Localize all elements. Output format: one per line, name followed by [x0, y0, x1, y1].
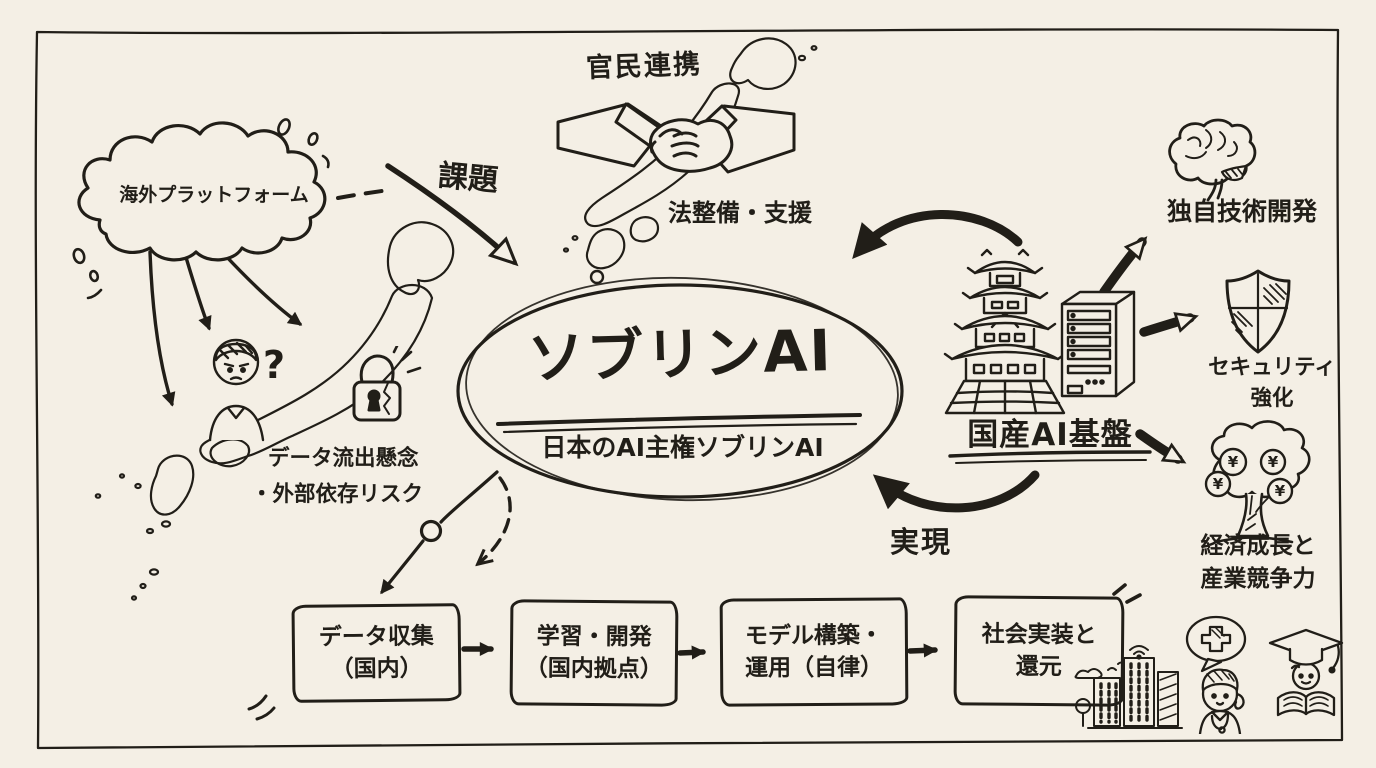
- svg-text:¥: ¥: [1228, 453, 1239, 471]
- process-step-model-operation: モデル構築・ 運用（自律）: [719, 597, 909, 707]
- castle-icon: [930, 245, 1080, 415]
- step-line-2: （国内拠点）: [524, 655, 663, 683]
- arrow-base-to-ellipse-top: [852, 210, 1023, 259]
- server-icon: [1056, 290, 1140, 408]
- svg-text:¥: ¥: [1268, 453, 1279, 471]
- cloud-icon: [64, 116, 344, 284]
- step-line-2: 還元: [1015, 653, 1062, 681]
- money-tree-icon: ¥ ¥ ¥ ¥: [1196, 420, 1316, 548]
- step-line-1: モデル構築・: [744, 622, 883, 650]
- dashed-link-cloud-to-challenge: [336, 189, 384, 200]
- frame-border: [34, 28, 1344, 750]
- question-mark: ?: [263, 343, 285, 387]
- step-line-1: データ収集: [318, 623, 434, 651]
- domestic-base-underline: [948, 450, 1152, 464]
- step-line-1: 学習・開発: [536, 623, 652, 651]
- process-step-training-development: 学習・開発 （国内拠点）: [509, 599, 679, 707]
- cloud-label: 海外プラットフォーム: [119, 184, 309, 206]
- domestic-base-label: 国産AI基盤: [967, 417, 1133, 453]
- security-label: セキュリティ 強化: [1196, 352, 1348, 414]
- sovereign-ai-ellipse: [456, 269, 904, 502]
- sovereign-ai-subtitle: 日本のAI主権ソブリンAI: [541, 433, 824, 462]
- arrows-base-to-outcomes: [1099, 236, 1199, 464]
- arrow-challenge-to-ellipse: [385, 163, 519, 267]
- city-buildings-icon: [1072, 630, 1187, 730]
- challenge-label: 課題: [436, 158, 500, 199]
- economy-line-1: 経済成長と: [1200, 533, 1316, 559]
- arrow-base-to-ellipse-bottom: [872, 470, 1040, 513]
- process-step-social-implementation: 社会実装と 還元: [953, 595, 1125, 707]
- risk-line-1: データ流出懸念: [268, 446, 419, 471]
- arrow-ellipse-to-step1: [380, 470, 499, 595]
- doodle-accents: [72, 118, 1142, 721]
- economy-label: 経済成長と 産業競争力: [1180, 530, 1336, 597]
- step-line-1: 社会実装と: [981, 621, 1097, 649]
- handshake-icon: [556, 84, 796, 196]
- arrows-cloud-to-japan: [148, 250, 303, 407]
- realization-label: 実現: [890, 525, 953, 559]
- dashed-arrow-ellipse-to-process: [479, 476, 512, 563]
- nurse-icon: [1176, 612, 1271, 736]
- legal-support-label: 法整備・支援: [668, 199, 812, 227]
- process-step-data-collection: データ収集 （国内）: [291, 603, 462, 703]
- sovereign-ai-title: ソブリンAI: [526, 318, 834, 392]
- broken-lock-icon: [346, 342, 426, 434]
- step-line-2: （国内）: [330, 655, 423, 683]
- worried-person-icon: ?: [206, 334, 296, 442]
- risk-line-2: ・外部依存リスク: [251, 482, 424, 507]
- yen-coin-symbols: ¥ ¥ ¥ ¥: [1213, 453, 1286, 500]
- brain-icon: [1158, 116, 1258, 202]
- partnership-label: 官民連携: [585, 48, 703, 85]
- graduate-student-icon: [1262, 622, 1350, 720]
- economy-line-2: 産業競争力: [1200, 566, 1316, 593]
- technology-label: 独自技術開発: [1166, 197, 1317, 226]
- step-line-2: 運用（自律）: [745, 654, 884, 682]
- svg-text:¥: ¥: [1213, 475, 1224, 493]
- shield-icon: [1222, 268, 1294, 356]
- security-line-2: 強化: [1250, 386, 1294, 412]
- svg-text:¥: ¥: [1275, 482, 1286, 500]
- process-flow-arrows: [461, 642, 938, 660]
- security-line-1: セキュリティ: [1208, 355, 1336, 380]
